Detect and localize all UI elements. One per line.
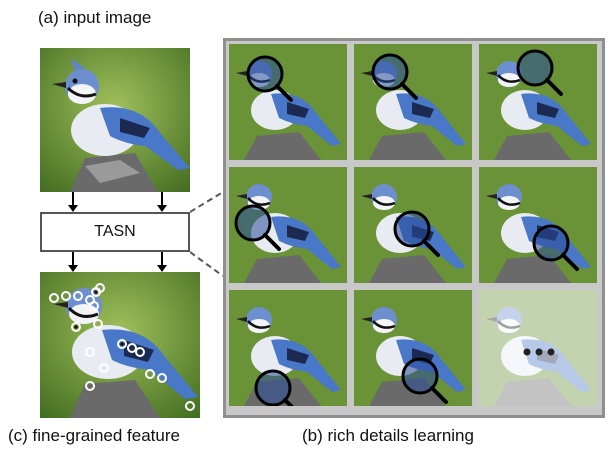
feature-label: (c) fine-grained feature xyxy=(8,426,180,445)
detail-cell xyxy=(229,44,347,160)
dashed-connectors xyxy=(190,191,224,277)
arrows-to-tasn xyxy=(68,192,167,212)
magnifier-icon xyxy=(371,53,418,100)
detail-cell xyxy=(479,44,597,160)
detail-cell xyxy=(479,167,597,283)
tasn-label: TASN xyxy=(94,223,136,240)
arrows-from-tasn xyxy=(68,252,167,272)
tasn-box: TASN xyxy=(40,212,190,252)
magnifier-icon xyxy=(234,204,281,251)
magnifier-icon xyxy=(246,55,293,102)
feature-image xyxy=(40,272,200,418)
detail-cell xyxy=(354,44,472,160)
magnifier-icon xyxy=(516,49,563,96)
detail-cell xyxy=(229,167,347,283)
magnifier-icon xyxy=(532,224,579,271)
detail-cell xyxy=(354,290,472,406)
details-grid xyxy=(223,38,605,418)
detail-cell xyxy=(229,290,347,406)
detail-cell xyxy=(354,167,472,283)
magnifier-icon xyxy=(393,210,440,257)
input-image xyxy=(40,48,190,192)
ellipsis-dots xyxy=(523,348,555,356)
input-image-label: (a) input image xyxy=(38,8,152,27)
detail-cell xyxy=(479,290,597,406)
details-label: (b) rich details learning xyxy=(302,426,474,445)
magnifier-icon xyxy=(401,357,448,404)
magnifier-icon xyxy=(254,369,294,406)
